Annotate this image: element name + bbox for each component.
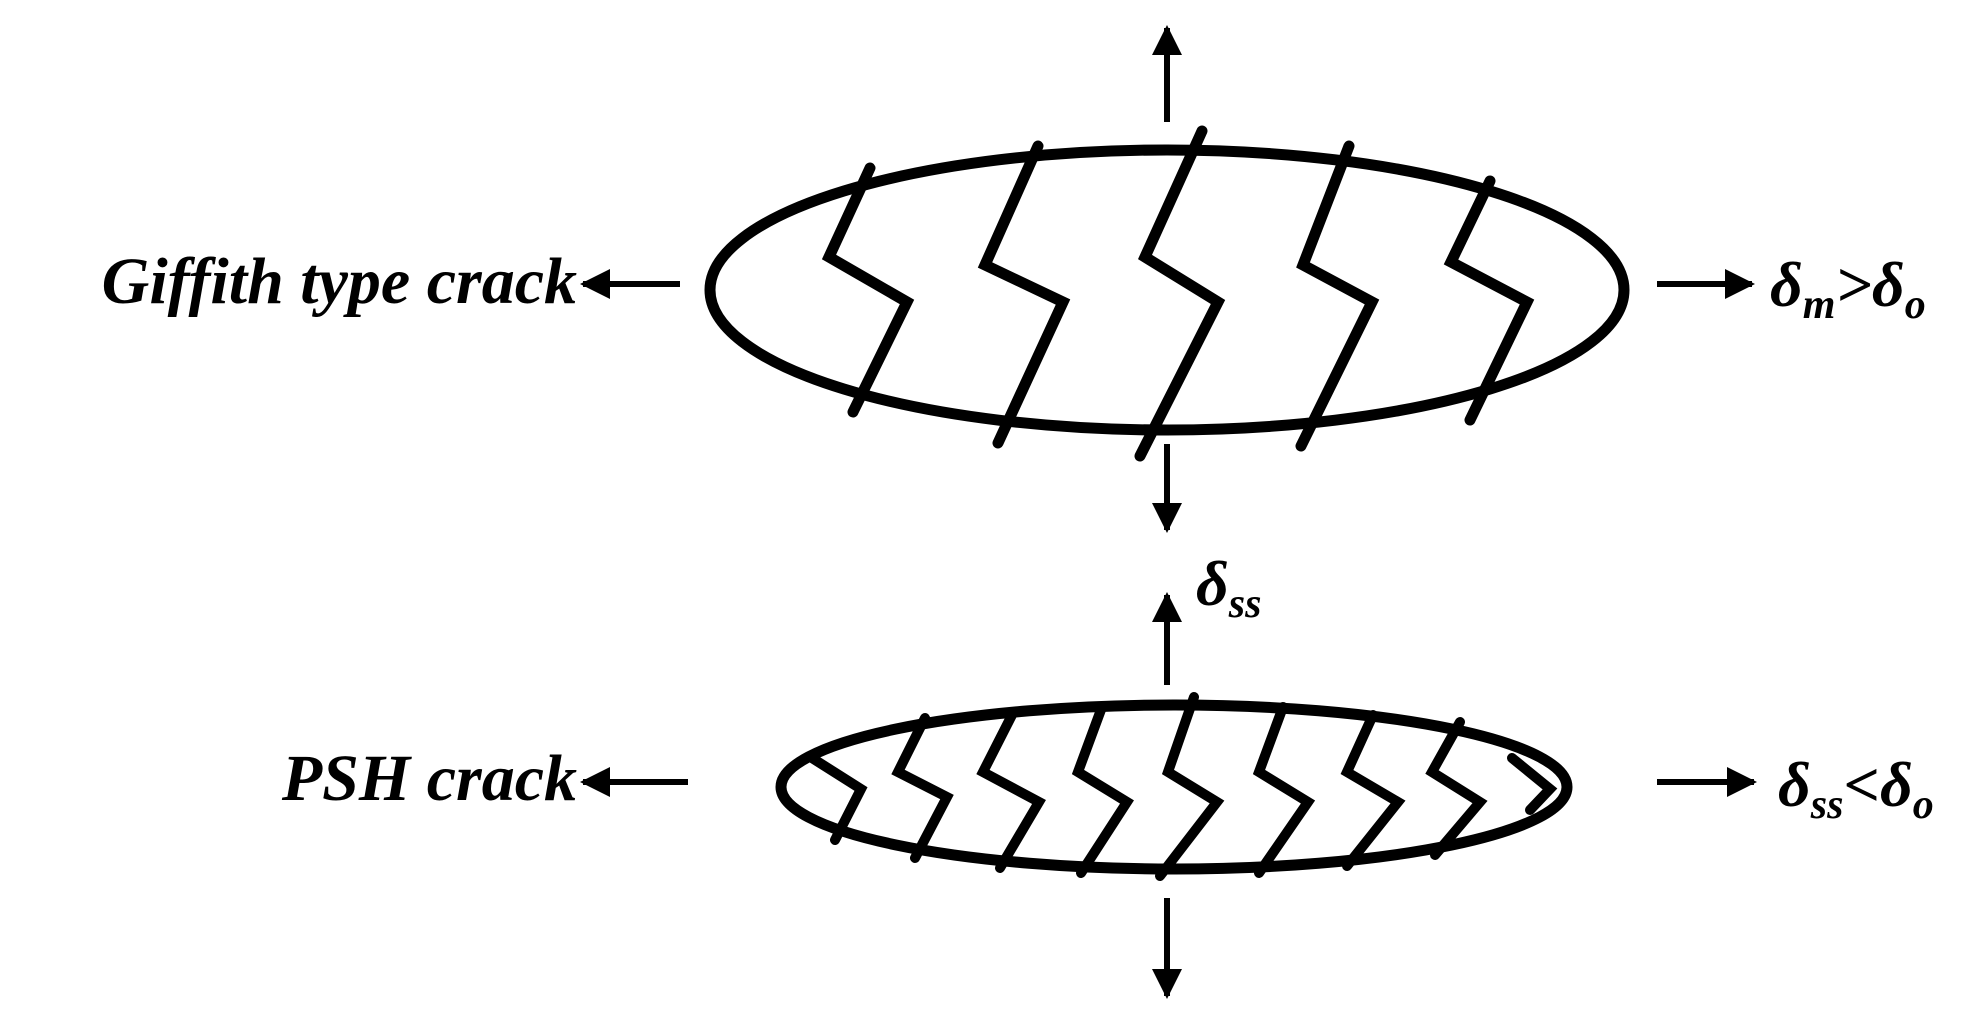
psh-bridging-fibers [807, 692, 1558, 881]
psh-fiber [1071, 702, 1134, 878]
delta-ss-main: δ [1196, 548, 1229, 619]
psh-delta-sub-ss: ss [1810, 782, 1844, 828]
griffith-crack-outline [704, 144, 1630, 436]
psh-label: PSH crack [281, 742, 577, 815]
griffith-fiber [1443, 175, 1535, 426]
psh-fiber [1252, 702, 1316, 878]
delta-ss-sub: ss [1228, 581, 1262, 627]
griffith-delta-sub-m: m [1803, 282, 1836, 328]
psh-fiber [976, 710, 1046, 873]
griffith-delta-sub-o: o [1905, 282, 1926, 328]
psh-comparison-op: < [1843, 749, 1879, 820]
psh-condition-label: δss<δo [1778, 749, 1934, 828]
griffith-fiber [1134, 125, 1226, 462]
griffith-crack [580, 25, 1755, 533]
psh-fiber [1155, 692, 1225, 881]
psh-crack-outline [775, 699, 1573, 875]
delta-ss-label: δss [1196, 548, 1261, 627]
griffith-label: Giffith type crack [102, 245, 577, 318]
psh-fiber [1340, 710, 1406, 871]
griffith-delta-o: δ [1872, 249, 1905, 320]
psh-fiber [807, 753, 868, 845]
psh-fiber [1507, 753, 1558, 815]
griffith-condition-label: δm>δo [1770, 249, 1926, 328]
griffith-fiber [1295, 140, 1380, 452]
griffith-fiber [977, 140, 1071, 449]
griffith-fiber [821, 162, 915, 418]
psh-delta: δ [1778, 749, 1811, 820]
psh-delta-o: δ [1880, 749, 1913, 820]
griffith-bridging-fibers [821, 125, 1535, 462]
psh-delta-sub-o: o [1913, 782, 1934, 828]
griffith-delta: δ [1770, 249, 1803, 320]
psh-fiber [1425, 717, 1488, 860]
psh-fiber [891, 713, 954, 863]
griffith-comparison-op: > [1835, 249, 1871, 320]
psh-crack [580, 592, 1757, 999]
